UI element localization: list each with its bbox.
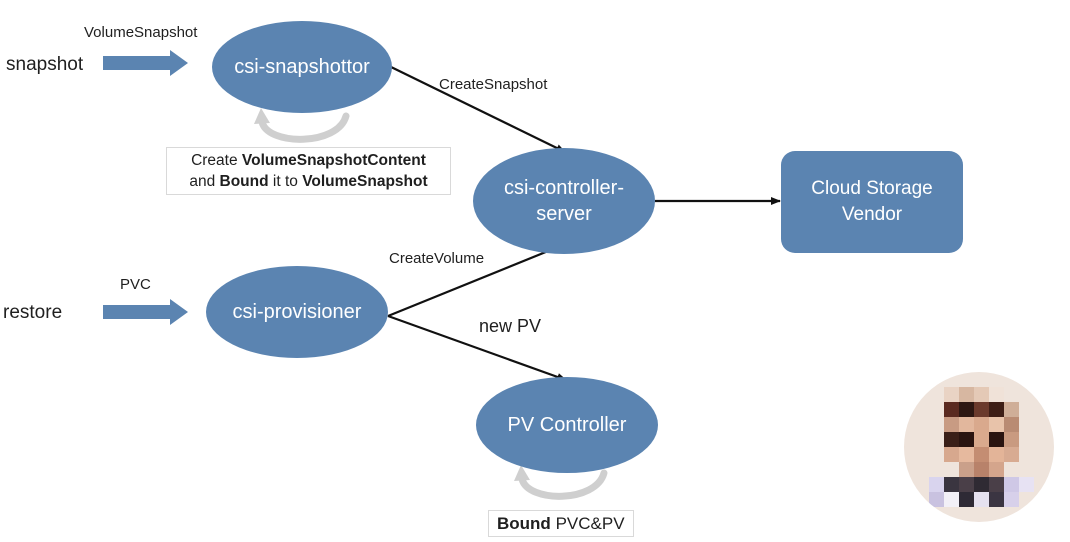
pv-controller-node	[476, 377, 658, 473]
pv-controller-loop-arrow	[518, 469, 608, 500]
create-snapshot-edge	[388, 65, 566, 153]
restore-input-label: restore	[3, 302, 63, 323]
csi-snapshotter-label: csi-snapshottor	[234, 56, 370, 78]
create-snapshot-label: CreateSnapshot	[439, 76, 548, 93]
snapshot-note-line1: Create VolumeSnapshotContent	[175, 150, 442, 171]
cloud-storage-label-line2: Vendor	[841, 204, 903, 225]
presenter-avatar	[904, 372, 1054, 522]
note-word: it to	[272, 173, 298, 190]
cloud-storage-vendor-node	[781, 151, 963, 253]
snapshotter-loop-arrowhead	[254, 108, 270, 124]
note-word-bold: Bound	[219, 173, 269, 190]
note-word: PVC&PV	[555, 514, 625, 533]
csi-snapshotter-node	[212, 21, 392, 113]
snapshot-input-label: snapshot	[6, 54, 84, 75]
snapshot-note-line2: and Bound it to VolumeSnapshot	[175, 171, 442, 192]
bound-pvc-pv-note: Bound PVC&PV	[488, 510, 634, 537]
note-word: Create	[191, 152, 238, 169]
snapshot-content-note: Create VolumeSnapshotContent and Bound i…	[166, 147, 451, 195]
pv-controller-loop-arrowhead	[514, 465, 530, 481]
cloud-storage-label-line1: Cloud Storage	[811, 178, 933, 199]
csi-controller-server-label-line1: csi-controller-	[503, 177, 625, 199]
pv-controller-label: PV Controller	[507, 414, 627, 436]
create-volume-label: CreateVolume	[389, 250, 485, 267]
new-pv-edge	[387, 314, 567, 382]
note-word-bold: Bound	[497, 514, 551, 533]
volume-snapshot-resource-label: VolumeSnapshot	[84, 24, 198, 41]
pvc-resource-label: PVC	[120, 276, 151, 293]
new-pv-label: new PV	[479, 316, 542, 336]
note-word-bold: VolumeSnapshotContent	[241, 152, 426, 169]
cloud-storage-vendor-label: Cloud Storage Vendor	[781, 151, 963, 253]
snapshot-input-arrow	[103, 50, 188, 76]
note-word: and	[189, 173, 216, 190]
note-word-bold: VolumeSnapshot	[302, 173, 428, 190]
create-volume-edge	[387, 243, 564, 318]
csi-provisioner-node	[206, 266, 388, 358]
snapshotter-loop-arrow	[258, 112, 350, 143]
csi-controller-server-label-line2: server	[536, 203, 592, 225]
csi-controller-server-node	[473, 148, 655, 254]
restore-input-arrow	[103, 299, 188, 325]
csi-controller-server-label: csi-controller- server	[473, 160, 655, 242]
csi-provisioner-label: csi-provisioner	[232, 301, 362, 323]
